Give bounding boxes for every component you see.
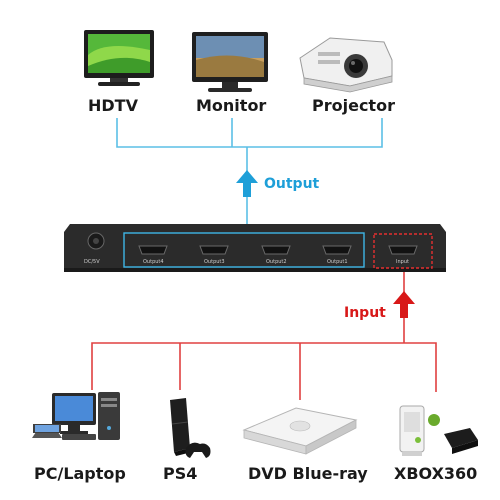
- input-device-xbox360-label: XBOX360: [394, 464, 478, 483]
- output-ports-highlight: [123, 232, 365, 268]
- output-arrow-icon: [236, 170, 258, 197]
- monitor-icon: [192, 32, 268, 92]
- hdmi-port-icon: [138, 245, 168, 255]
- output-label: Output: [264, 176, 320, 192]
- pc-laptop-icon: [32, 392, 120, 440]
- input-lines: [91, 272, 437, 400]
- input-label: Input: [344, 305, 386, 321]
- hdmi-port-icon: [388, 245, 418, 255]
- power-port-label: DC/5V: [84, 259, 100, 265]
- output-device-projector-label: Projector: [312, 96, 395, 115]
- dvd-player-icon: [242, 407, 358, 455]
- input-device-ps4-label: PS4: [163, 464, 198, 483]
- hdtv-icon: [84, 30, 154, 86]
- hdmi-port-icon: [199, 245, 229, 255]
- hdmi-port-icon: [322, 245, 352, 255]
- hdmi-splitter-box: [64, 224, 446, 272]
- xbox360-icon: [399, 405, 478, 456]
- port-label-input: Input: [396, 259, 409, 265]
- port-label-output2: Output2: [266, 259, 287, 265]
- output-device-monitor-label: Monitor: [196, 96, 267, 115]
- output-device-hdtv-label: HDTV: [88, 96, 138, 115]
- projector-icon: [299, 37, 393, 93]
- input-device-pc-laptop-label: PC/Laptop: [34, 464, 126, 483]
- input-device-dvd-label: DVD Blue-ray: [248, 464, 368, 483]
- ps4-icon: [170, 398, 211, 458]
- input-port-highlight: [373, 233, 433, 269]
- port-label-output4: Output4: [143, 259, 164, 265]
- hdmi-port-icon: [261, 245, 291, 255]
- port-label-output1: Output1: [327, 259, 348, 265]
- input-arrow-icon: [393, 291, 415, 318]
- port-label-output3: Output3: [204, 259, 225, 265]
